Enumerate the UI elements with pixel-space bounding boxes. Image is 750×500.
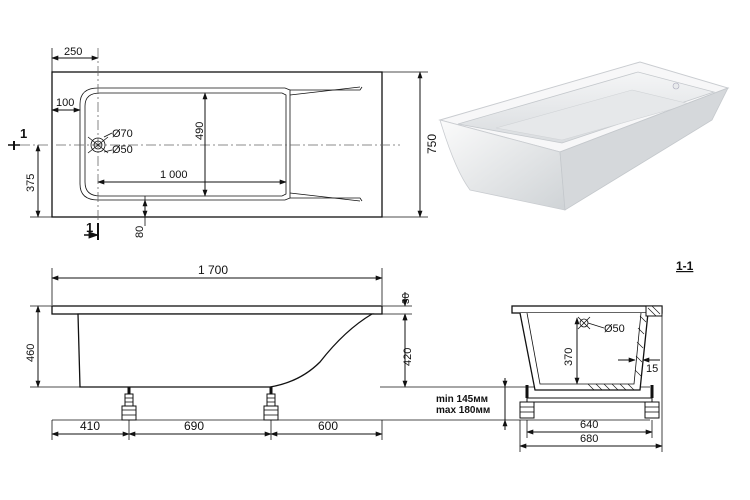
section-inner: [526, 312, 642, 385]
drain-circle: [93, 140, 103, 150]
plan-slope-line-a: [289, 86, 361, 96]
overflow-circle: [90, 137, 106, 153]
dim-410: 410: [80, 419, 100, 433]
dim-600: 600: [318, 419, 338, 433]
dim-1700: 1 700: [198, 263, 228, 277]
dim-680: 680: [580, 433, 598, 445]
dim-80: 80: [134, 226, 146, 238]
section-outer: [519, 312, 649, 391]
dim-460: 460: [25, 344, 37, 362]
plan-slope-line-b: [289, 192, 361, 202]
side-rim: [51, 305, 383, 315]
section-mark-bottom: 1: [86, 220, 93, 235]
dim-370: 370: [563, 348, 575, 366]
section-mark-left: 1: [20, 126, 27, 141]
section-title: 1-1: [676, 259, 694, 273]
section-leg-left: [519, 385, 535, 419]
leg-min-label: min 145мм: [436, 394, 488, 405]
dim-1000: 1 000: [160, 169, 188, 181]
leg-max-label: max 180мм: [436, 405, 490, 416]
plan-slope-bottom: [290, 197, 363, 202]
plan-slope-top: [290, 86, 363, 91]
dim-15: 15: [646, 363, 658, 375]
section-leg-right: [644, 385, 660, 419]
dim-420: 420: [402, 348, 414, 366]
plan-basin-inner: [84, 92, 287, 197]
side-view: 1 700 460: [25, 263, 650, 440]
dim-640: 640: [580, 419, 598, 431]
dim-375: 375: [25, 174, 37, 192]
dim-690: 690: [184, 419, 204, 433]
plan-basin: [79, 87, 291, 201]
dim-490: 490: [194, 122, 206, 140]
side-body: [77, 313, 375, 388]
drain-label: Ø50: [112, 144, 133, 156]
overflow-label: Ø70: [112, 128, 133, 140]
section-drain-label: Ø50: [604, 323, 625, 335]
dim-30: 30: [401, 292, 412, 304]
plan-outline: [51, 71, 383, 218]
tub-3d-render: [438, 61, 730, 211]
dim-750: 750: [425, 134, 439, 154]
dim-100: 100: [56, 97, 74, 109]
leg-right: [263, 387, 279, 421]
dim-250: 250: [64, 46, 82, 58]
leg-left: [121, 387, 137, 421]
section-view: 1-1 Ø50 370: [511, 259, 694, 452]
plan-view: Ø70 Ø50 250 100 490 1 000 375 750 80 1: [8, 46, 439, 240]
